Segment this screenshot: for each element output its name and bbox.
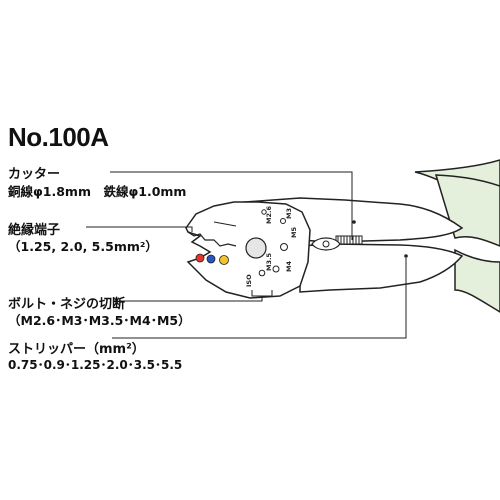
marking-m4: M4 <box>285 261 293 272</box>
red-terminal-die-icon <box>195 253 205 263</box>
blue-terminal-die-icon <box>206 254 216 264</box>
stripper-leader-line <box>112 258 407 339</box>
bolt-hole-m4 <box>272 265 280 273</box>
plier-lower-body <box>299 243 464 293</box>
bolt-label: ボルト・ネジの切断 <box>8 297 126 312</box>
bolt-spec: （M2.6･M3･M3.5･M4･M5） <box>8 313 191 328</box>
jaw-upper-groove <box>213 221 237 227</box>
pivot-rivet <box>245 237 267 259</box>
marking-iso: ISO <box>245 274 253 287</box>
yellow-terminal-die-icon <box>219 255 229 265</box>
cutter-serrations <box>337 236 360 244</box>
bolt-hole-m3 <box>280 218 286 224</box>
bolt-hole-m2-6 <box>261 209 267 215</box>
jaw-teeth <box>187 231 237 247</box>
lower-handle-dot <box>404 254 408 258</box>
cutter-blade <box>335 235 363 245</box>
upper-handle-grip-body <box>434 174 500 247</box>
marking-m3-5: M3.5 <box>265 253 273 271</box>
bolt-leader-line <box>120 296 263 302</box>
upper-handle-dot <box>352 220 356 224</box>
bolt-hole-m5 <box>280 243 288 251</box>
marking-m3: M3 <box>285 208 293 219</box>
bolt-hole-m3-5 <box>258 269 266 277</box>
lower-handle-grip <box>454 248 500 313</box>
stripper-hole <box>322 240 330 248</box>
marking-m5: M5 <box>290 227 298 238</box>
model-title: No.100A <box>8 122 109 152</box>
stripper-label: ストリッパー（mm²） <box>8 342 145 357</box>
marking-m2-6: M2.6 <box>265 206 273 224</box>
cutter-leader-line <box>110 171 353 240</box>
cutter-spec: 銅線φ1.8mm 鉄線φ1.0mm <box>8 184 187 199</box>
cutter-label: カッター <box>8 167 61 182</box>
terminal-leader-line <box>86 226 193 232</box>
terminal-spec: （1.25, 2.0, 5.5mm²） <box>8 239 158 254</box>
terminal-label: 絶縁端子 <box>8 223 61 238</box>
stripper-spec: 0.75･0.9･1.25･2.0･3.5･5.5 <box>8 358 183 372</box>
